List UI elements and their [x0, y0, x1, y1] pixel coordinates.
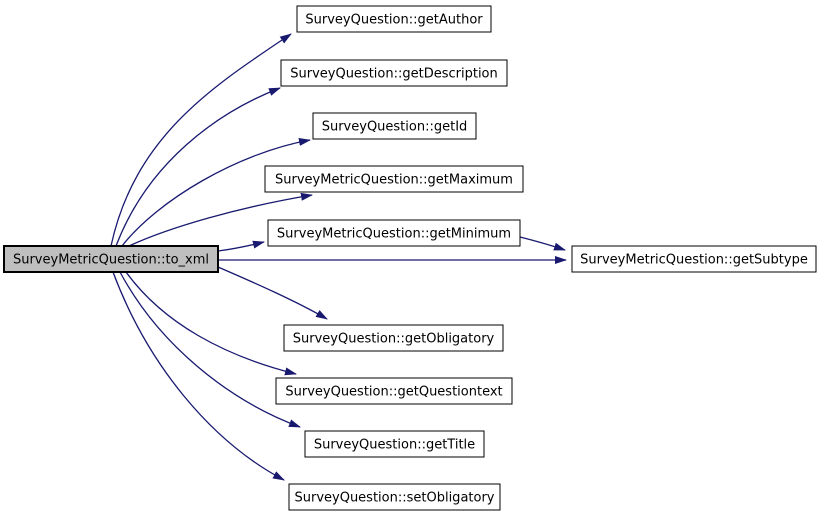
node-box — [312, 112, 477, 140]
node-box — [275, 377, 513, 405]
node-getDescription[interactable]: SurveyQuestion::getDescription — [280, 59, 508, 87]
node-label: SurveyMetricQuestion::getMaximum — [275, 173, 513, 188]
edge-to_xml-to-setObligatory — [112, 271, 285, 481]
node-box — [280, 59, 508, 87]
node-getAuthor[interactable]: SurveyQuestion::getAuthor — [296, 5, 492, 33]
node-label: SurveyQuestion::getDescription — [290, 67, 498, 82]
node-box — [283, 324, 504, 352]
edge-to_xml-to-getTitle — [119, 271, 301, 428]
edge-to_xml-to-getDescription — [115, 87, 281, 247]
node-getObligatory[interactable]: SurveyQuestion::getObligatory — [283, 324, 504, 352]
edge-getMinimum-to-getSubtype — [519, 236, 566, 251]
node-box — [296, 5, 492, 33]
focus-node-box — [3, 245, 219, 273]
node-label: SurveyMetricQuestion::to_xml — [13, 253, 209, 268]
node-label: SurveyQuestion::getObligatory — [293, 332, 495, 347]
node-box — [267, 219, 521, 247]
node-label: SurveyQuestion::setObligatory — [294, 491, 494, 506]
node-label: SurveyMetricQuestion::getSubtype — [580, 253, 808, 268]
edge-to_xml-to-getQuestiontext — [125, 271, 297, 376]
edge-to_xml-to-getId — [121, 138, 311, 247]
node-getMaximum[interactable]: SurveyMetricQuestion::getMaximum — [264, 165, 524, 193]
edge-to_xml-to-getObligatory — [217, 266, 328, 320]
node-label: SurveyMetricQuestion::getMinimum — [277, 227, 511, 242]
node-getQuestiontext[interactable]: SurveyQuestion::getQuestiontext — [275, 377, 513, 405]
node-getTitle[interactable]: SurveyQuestion::getTitle — [304, 430, 485, 458]
node-label: SurveyQuestion::getId — [322, 120, 468, 135]
edge-to_xml-to-getMinimum — [217, 240, 265, 252]
node-box — [571, 245, 817, 273]
node-getMinimum[interactable]: SurveyMetricQuestion::getMinimum — [267, 219, 521, 247]
node-getId[interactable]: SurveyQuestion::getId — [312, 112, 477, 140]
edge-to_xml-to-getAuthor — [110, 33, 292, 247]
node-to_xml: SurveyMetricQuestion::to_xml — [3, 245, 219, 273]
node-box — [288, 483, 501, 511]
node-box — [304, 430, 485, 458]
node-setObligatory[interactable]: SurveyQuestion::setObligatory — [288, 483, 501, 511]
node-label: SurveyQuestion::getTitle — [314, 438, 475, 453]
node-getSubtype[interactable]: SurveyMetricQuestion::getSubtype — [571, 245, 817, 273]
node-box — [264, 165, 524, 193]
node-label: SurveyQuestion::getQuestiontext — [285, 385, 502, 400]
edge-to_xml-to-getMaximum — [128, 192, 313, 247]
node-label: SurveyQuestion::getAuthor — [305, 13, 483, 28]
